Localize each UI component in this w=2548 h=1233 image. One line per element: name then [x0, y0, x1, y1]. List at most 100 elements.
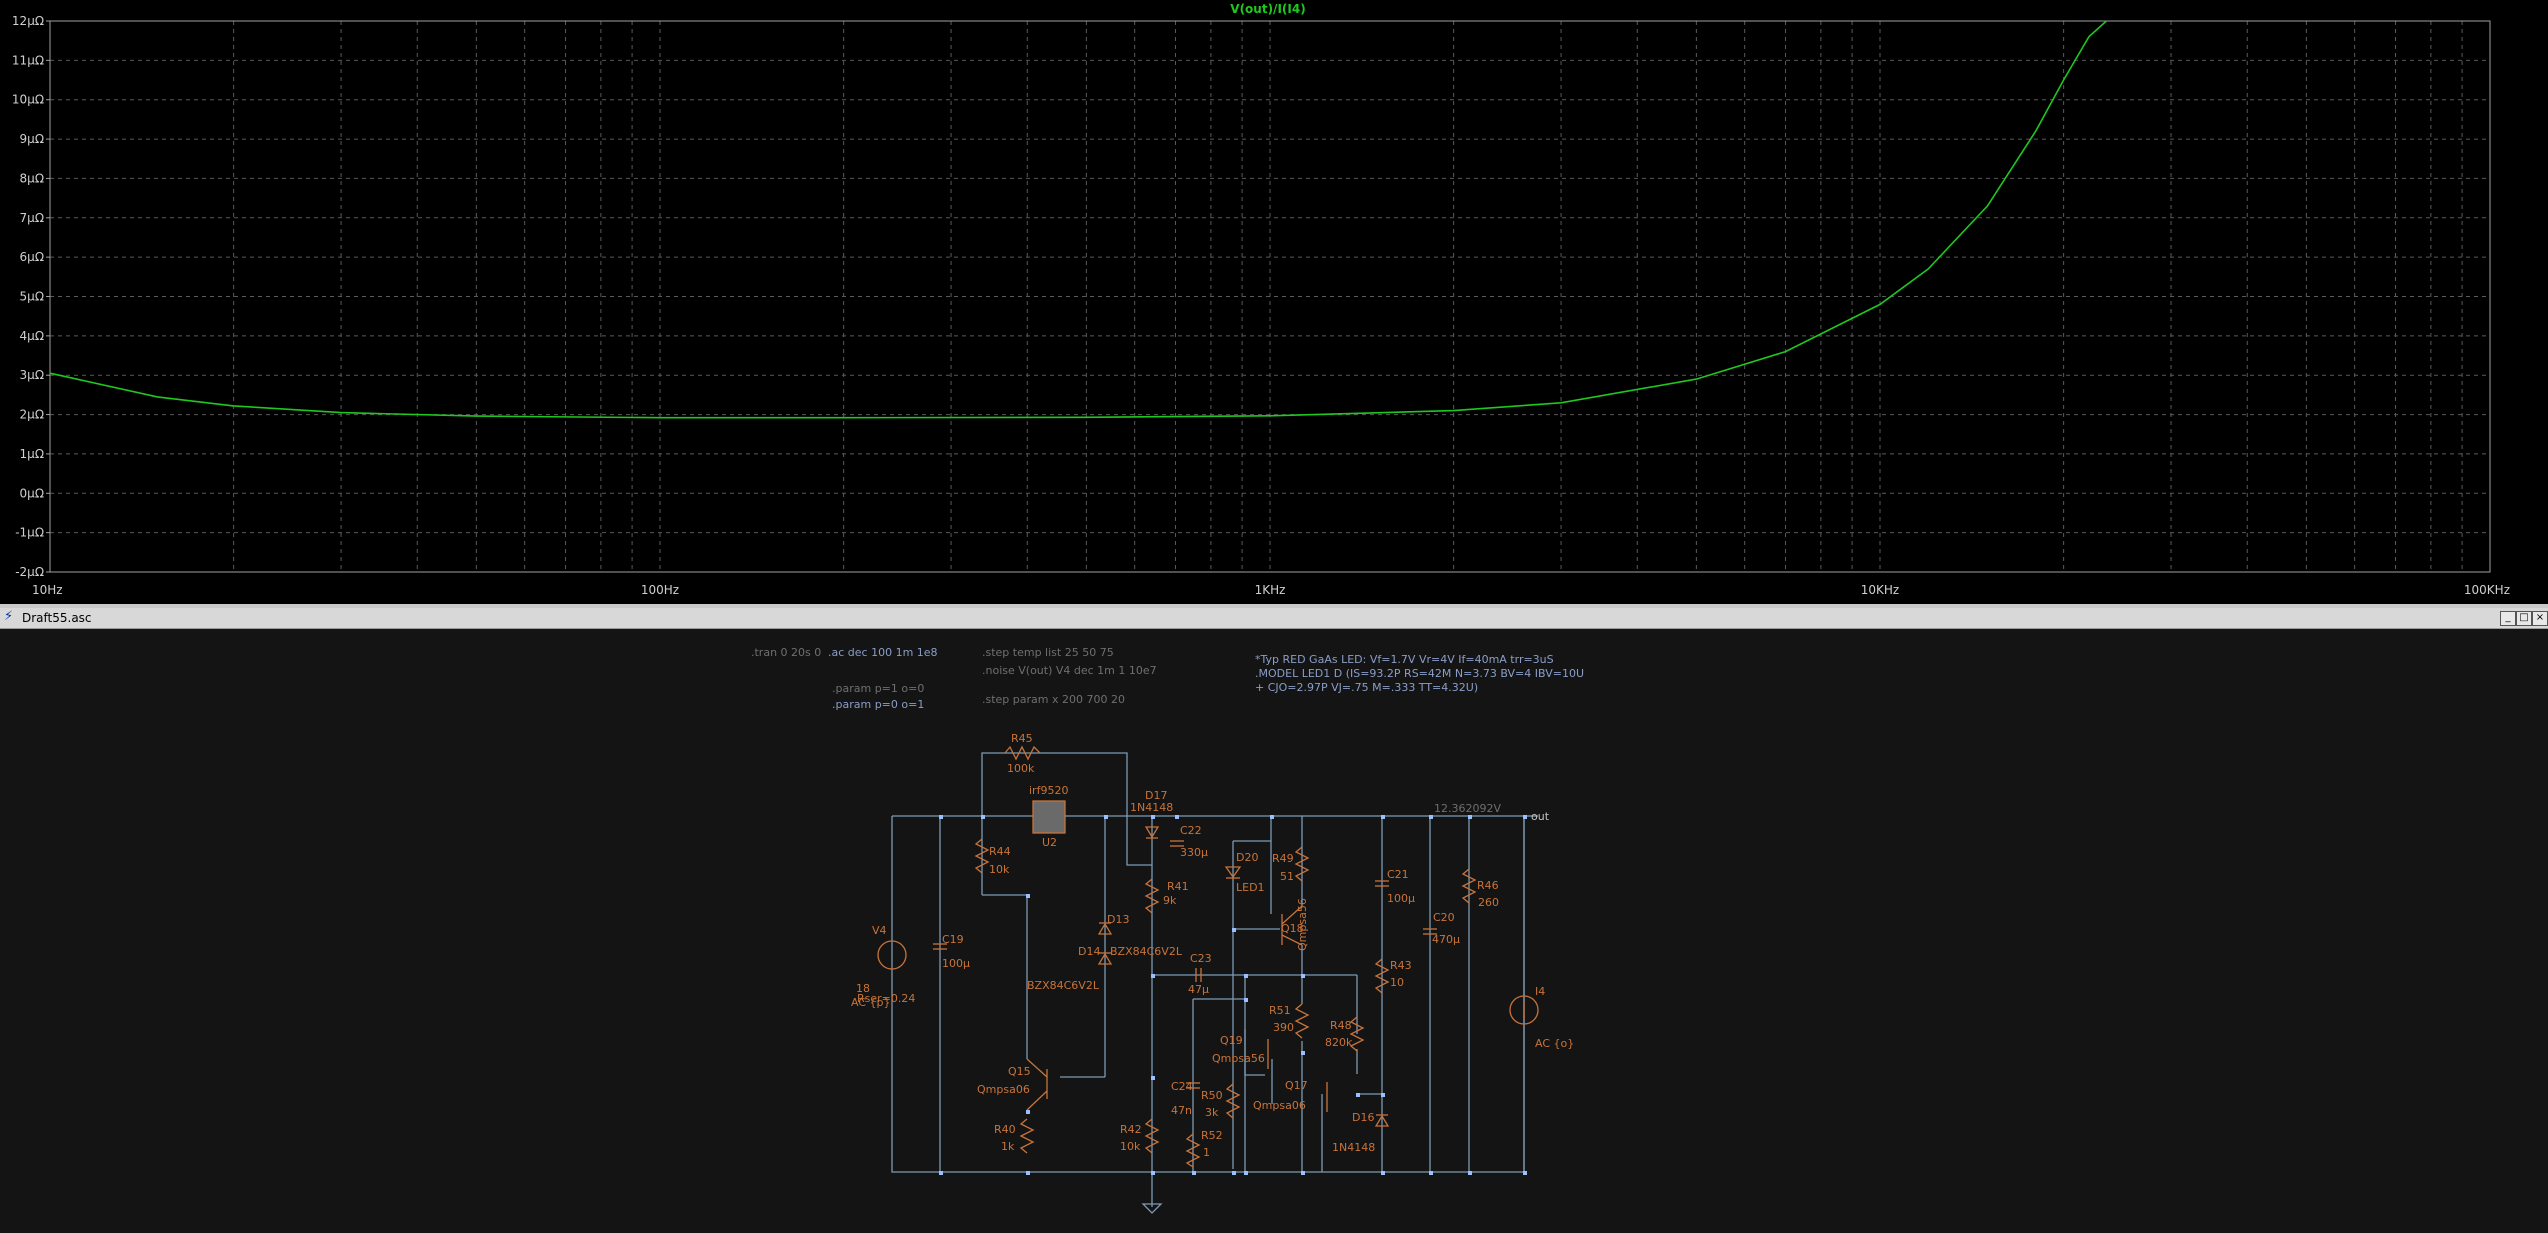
label-r51-val[interactable]: 390: [1273, 1021, 1294, 1034]
label-c23-val[interactable]: 47µ: [1188, 983, 1209, 996]
label-c19-val[interactable]: 100µ: [942, 957, 970, 970]
led-d20-symbol[interactable]: [1224, 866, 1242, 879]
label-q15-val[interactable]: Qmpsa06: [977, 1083, 1030, 1096]
label-c20-val[interactable]: 470µ: [1432, 933, 1460, 946]
node-voltage-readout[interactable]: 12.362092V: [1434, 802, 1501, 815]
zener-d13-symbol[interactable]: [1097, 922, 1113, 935]
label-q18-val[interactable]: Qmpsa56: [1296, 898, 1309, 951]
directive-noise[interactable]: .noise V(out) V4 dec 1m 1 10e7: [982, 664, 1157, 677]
label-c19-ref[interactable]: C19: [942, 933, 964, 946]
minimize-button[interactable]: _: [2500, 611, 2516, 626]
schematic-window-titlebar[interactable]: ⚡ Draft55.asc _ □ ×: [0, 608, 2548, 629]
label-d20-val[interactable]: LED1: [1236, 881, 1265, 894]
mosfet-u2-symbol[interactable]: [1032, 800, 1066, 834]
label-r49-ref[interactable]: R49: [1272, 852, 1294, 865]
label-q17-ref[interactable]: Q17: [1285, 1079, 1308, 1092]
label-r46-ref[interactable]: R46: [1477, 879, 1499, 892]
label-v4-rser[interactable]: Rser=0.24: [857, 992, 915, 1005]
label-r52-val[interactable]: 1: [1203, 1146, 1210, 1159]
resistor-r51-symbol[interactable]: [1294, 1003, 1310, 1039]
directive-model-led-cont[interactable]: + CJO=2.97P VJ=.75 M=.333 TT=4.32U): [1255, 681, 1478, 694]
directive-step-temp[interactable]: .step temp list 25 50 75: [982, 646, 1114, 659]
label-c23-ref[interactable]: C23: [1190, 952, 1212, 965]
label-i4-val[interactable]: AC {o}: [1535, 1037, 1574, 1050]
diode-d16-symbol[interactable]: [1374, 1114, 1390, 1127]
label-q17-val[interactable]: Qmpsa06: [1253, 1099, 1306, 1112]
label-q19-ref[interactable]: Q19: [1220, 1034, 1243, 1047]
directive-param-2[interactable]: .param p=0 o=1: [832, 698, 924, 711]
label-d16-ref[interactable]: D16: [1352, 1111, 1374, 1124]
voltage-source-v4-symbol[interactable]: [877, 940, 907, 970]
label-d14-ref[interactable]: D14: [1078, 945, 1100, 958]
label-d14-val[interactable]: BZX84C6V2L: [1110, 945, 1183, 958]
label-d16-val[interactable]: 1N4148: [1332, 1141, 1375, 1154]
label-c21-ref[interactable]: C21: [1387, 868, 1409, 881]
label-u2-val[interactable]: irf9520: [1029, 784, 1068, 797]
directive-step-param[interactable]: .step param x 200 700 20: [982, 693, 1125, 706]
label-u2-ref[interactable]: U2: [1042, 836, 1057, 849]
resistor-r43-symbol[interactable]: [1374, 958, 1390, 994]
label-r51-ref[interactable]: R51: [1269, 1004, 1291, 1017]
label-c22-ref[interactable]: C22: [1180, 824, 1202, 837]
label-v4-val[interactable]: 18: [856, 982, 870, 995]
current-source-i4-symbol[interactable]: [1509, 995, 1539, 1025]
label-r43-ref[interactable]: R43: [1390, 959, 1412, 972]
pane-splitter[interactable]: [0, 604, 2548, 608]
directive-tran[interactable]: .tran 0 20s 0: [751, 646, 821, 659]
resistor-r52-symbol[interactable]: [1185, 1133, 1201, 1168]
label-r44-val[interactable]: 10k: [989, 863, 1010, 876]
label-q19-val[interactable]: Qmpsa56: [1212, 1052, 1265, 1065]
label-d13-val[interactable]: BZX84C6V2L: [1027, 979, 1100, 992]
label-i4-ref[interactable]: I4: [1535, 985, 1545, 998]
label-c22-val[interactable]: 330µ: [1180, 846, 1208, 859]
label-d17-ref[interactable]: D17: [1145, 789, 1167, 802]
label-r45-val[interactable]: 100k: [1007, 762, 1035, 775]
label-d17-val[interactable]: 1N4148: [1130, 801, 1173, 814]
label-q15-ref[interactable]: Q15: [1008, 1065, 1031, 1078]
label-r48-ref[interactable]: R48: [1330, 1019, 1352, 1032]
directive-param-1[interactable]: .param p=1 o=0: [832, 682, 924, 695]
resistor-r41-symbol[interactable]: [1144, 878, 1160, 914]
label-r49-val[interactable]: 51: [1280, 870, 1294, 883]
zener-d14-symbol[interactable]: [1097, 952, 1113, 965]
label-r46-val[interactable]: 260: [1478, 896, 1499, 909]
label-r40-ref[interactable]: R40: [994, 1123, 1016, 1136]
label-d13-ref[interactable]: D13: [1107, 913, 1129, 926]
trace-line-vout-over-i4[interactable]: [49, 20, 2107, 419]
resistor-r40-symbol[interactable]: [1019, 1118, 1035, 1154]
close-button[interactable]: ×: [2532, 611, 2548, 626]
label-r40-val[interactable]: 1k: [1001, 1140, 1015, 1153]
label-r44-ref[interactable]: R44: [989, 845, 1011, 858]
maximize-button[interactable]: □: [2516, 611, 2532, 626]
diode-d17-symbol[interactable]: [1144, 826, 1160, 839]
label-r45-ref[interactable]: R45: [1011, 732, 1033, 745]
label-r48-val[interactable]: 820k: [1325, 1036, 1353, 1049]
label-q18-ref[interactable]: Q18: [1281, 922, 1304, 935]
directive-model-led[interactable]: .MODEL LED1 D (IS=93.2P RS=42M N=3.73 BV…: [1255, 667, 1584, 680]
label-r41-val[interactable]: 9k: [1163, 894, 1177, 907]
label-r43-val[interactable]: 10: [1390, 976, 1404, 989]
comment-led[interactable]: *Typ RED GaAs LED: Vf=1.7V Vr=4V If=40mA…: [1255, 653, 1554, 666]
waveform-chart[interactable]: 12µΩ11µΩ10µΩ9µΩ8µΩ7µΩ6µΩ5µΩ4µΩ3µΩ2µΩ1µΩ0…: [0, 0, 2548, 604]
schematic-canvas[interactable]: .tran 0 20s 0 .ac dec 100 1m 1e8 .step t…: [0, 629, 2548, 1233]
label-r50-ref[interactable]: R50: [1201, 1089, 1223, 1102]
resistor-r49-symbol[interactable]: [1294, 846, 1310, 882]
label-r52-ref[interactable]: R52: [1201, 1129, 1223, 1142]
label-v4-ref[interactable]: V4: [872, 924, 887, 937]
label-d20-ref[interactable]: D20: [1236, 851, 1258, 864]
trace-label[interactable]: V(out)/I(I4): [1230, 2, 1305, 16]
resistor-r50-symbol[interactable]: [1225, 1083, 1241, 1119]
label-c20-ref[interactable]: C20: [1433, 911, 1455, 924]
label-c21-val[interactable]: 100µ: [1387, 892, 1415, 905]
resistor-r46-symbol[interactable]: [1461, 868, 1477, 904]
label-r42-val[interactable]: 10k: [1120, 1140, 1141, 1153]
resistor-r48-symbol[interactable]: [1349, 1016, 1365, 1052]
label-r50-val[interactable]: 3k: [1205, 1106, 1219, 1119]
label-r42-ref[interactable]: R42: [1120, 1123, 1142, 1136]
label-v4-ac[interactable]: AC {p}: [851, 996, 891, 1009]
resistor-r42-symbol[interactable]: [1144, 1118, 1160, 1154]
directive-ac[interactable]: .ac dec 100 1m 1e8: [828, 646, 938, 659]
resistor-r45-symbol[interactable]: [1004, 745, 1041, 761]
label-c24-val[interactable]: 47n: [1171, 1104, 1192, 1117]
